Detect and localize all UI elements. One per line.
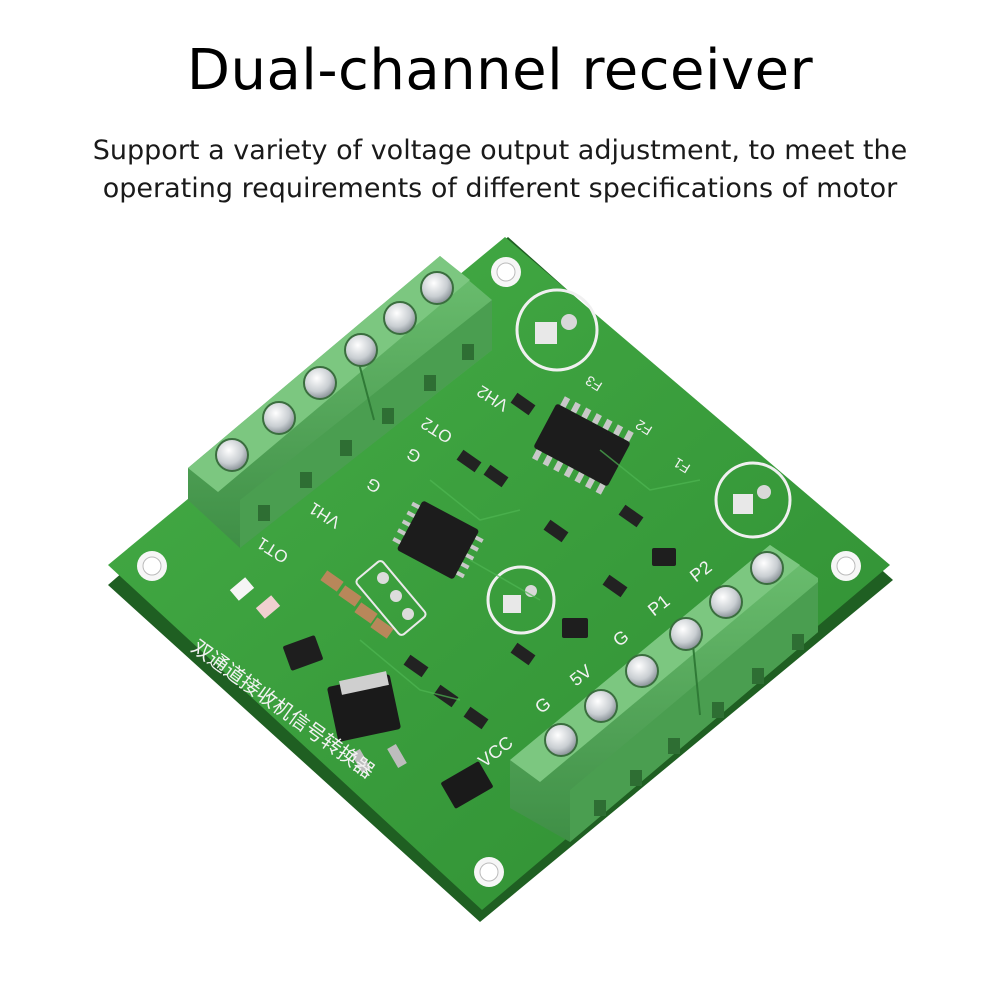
terminal-block-top [188,256,492,548]
label-f2: F2 [632,416,655,438]
subtitle-line-1: Support a variety of voltage output adju… [92,135,908,166]
subtitle-line-2: operating requirements of different spec… [102,173,898,204]
diode [441,761,493,809]
terminal-screws-top [215,271,454,472]
terminal-screws-bottom [544,551,784,757]
page-title: Dual-channel receiver [186,38,814,103]
ic-middle [392,501,484,579]
small-transistor [283,548,676,671]
smd-capacitors [320,570,394,639]
voltage-regulator [327,671,407,774]
pcb-traces [359,449,701,701]
smd-components [403,392,644,730]
page-subtitle: Support a variety of voltage output adju… [0,132,1000,208]
product-photo: VH2 OT2 G G VH1 OT1 P2 P1 G 5V G VCC F1 … [108,237,893,922]
mounting-holes [137,257,861,887]
ic-top [532,396,634,495]
label-f1: F1 [670,454,693,476]
leds [229,577,281,619]
terminal-block-bottom [510,545,818,842]
capacitor-pads [486,288,792,635]
label-f3: F3 [582,372,605,394]
header-pads [355,560,427,636]
